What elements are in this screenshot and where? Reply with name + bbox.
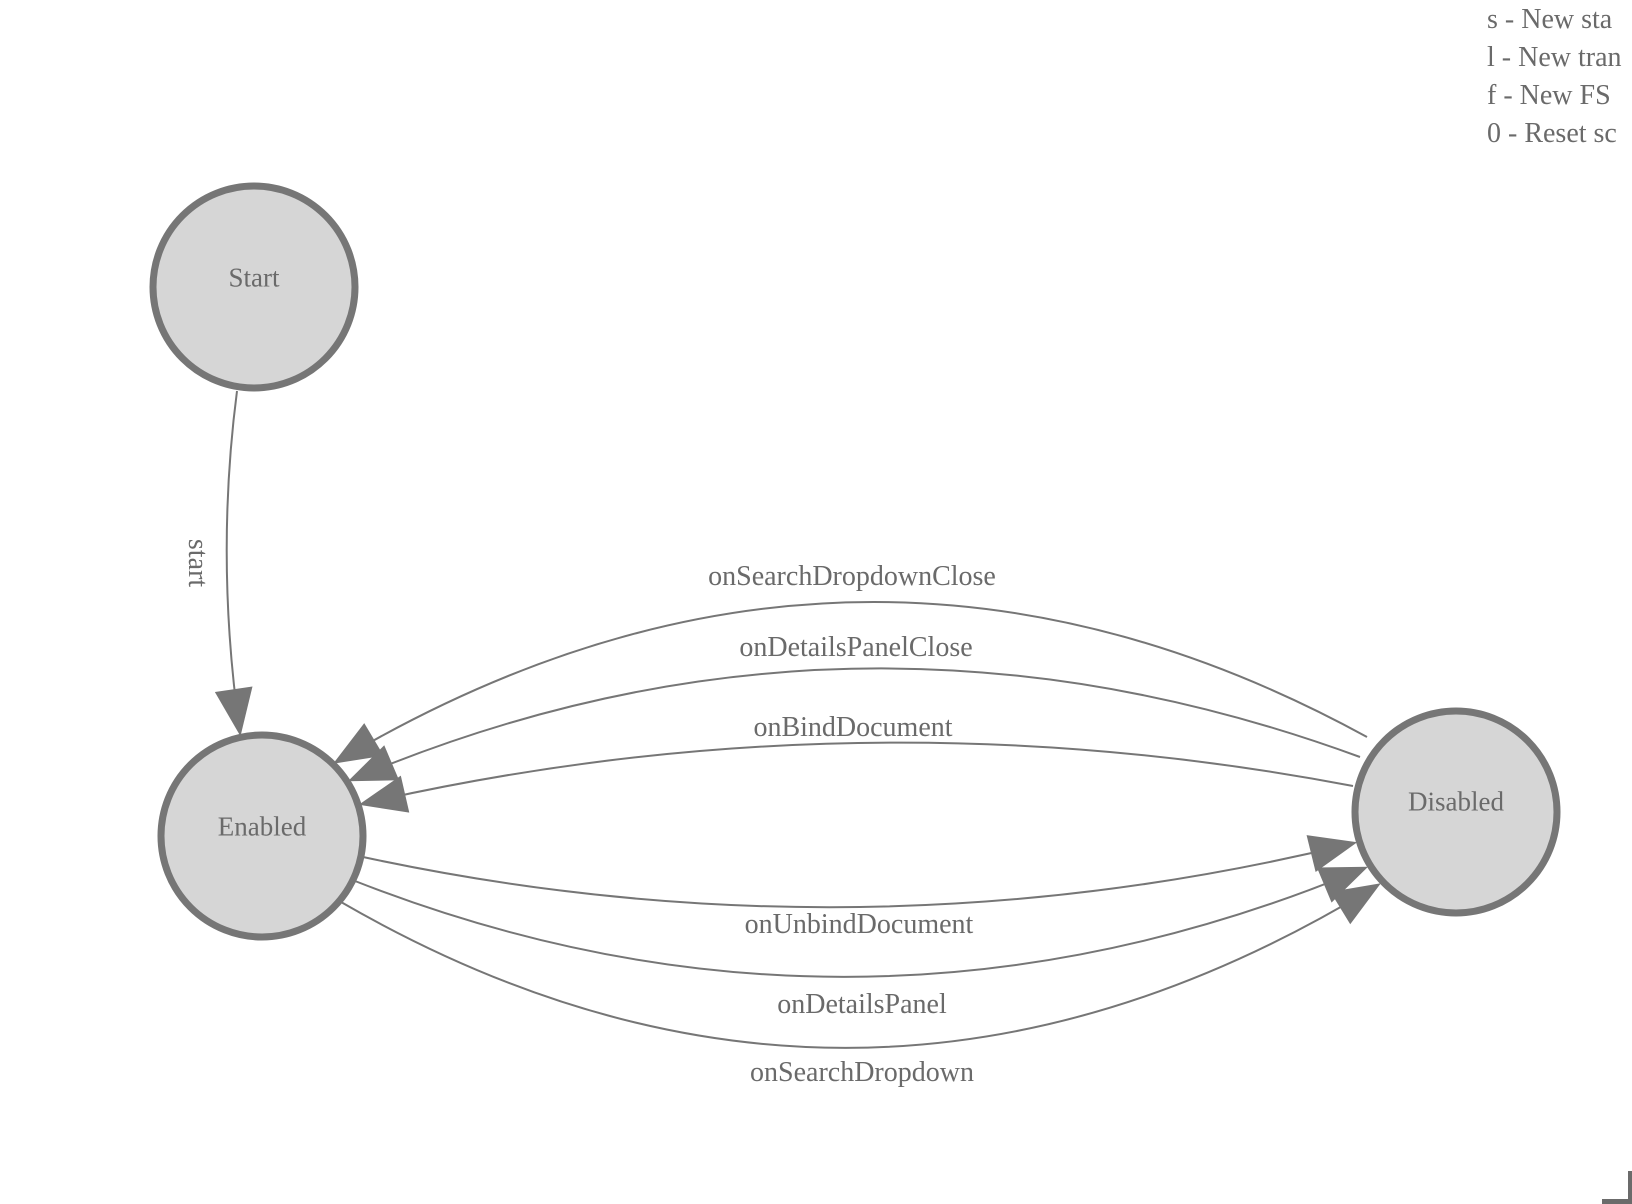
state-label-disabled: Disabled — [1408, 786, 1504, 817]
shortcut-legend: s - New sta l - New tran f - New FS 0 - … — [1487, 1, 1622, 153]
transition-label-onUnbindDocument[interactable]: onUnbindDocument — [744, 909, 974, 940]
state-node-enabled[interactable] — [157, 731, 367, 941]
legend-line-new-transition: l - New tran — [1487, 42, 1622, 73]
transition-edge-onBindDocument[interactable] — [358, 741, 1354, 813]
state-node-start[interactable] — [149, 182, 359, 392]
transition-label-onSearchDropdown[interactable]: onSearchDropdown — [750, 1057, 974, 1088]
transition-edge-onSearchDropdown[interactable] — [340, 883, 1381, 1049]
legend-line-reset: 0 - Reset sc — [1487, 118, 1617, 149]
legend-line-new-state: s - New sta — [1487, 4, 1613, 35]
transition-edge-onDetailsPanelClose[interactable] — [347, 667, 1361, 782]
transition-label-onDetailsPanelClose[interactable]: onDetailsPanelClose — [739, 632, 973, 663]
transition-edge-start[interactable] — [214, 390, 253, 737]
transition-label-onBindDocument[interactable]: onBindDocument — [753, 712, 953, 743]
transition-label-onSearchDropdownClose[interactable]: onSearchDropdownClose — [708, 561, 996, 592]
state-label-start: Start — [228, 262, 280, 293]
transition-label-onDetailsPanel[interactable]: onDetailsPanel — [777, 989, 947, 1020]
transition-edge-onDetailsPanel[interactable] — [354, 866, 1369, 978]
transition-edge-onUnbindDocument[interactable] — [362, 835, 1358, 909]
canvas-bounds-corner — [1602, 1171, 1632, 1204]
state-label-enabled: Enabled — [217, 811, 307, 842]
transition-edge-onSearchDropdownClose[interactable] — [333, 601, 1368, 764]
transition-label-start[interactable]: start — [182, 538, 213, 588]
legend-line-new-fsm: f - New FS — [1487, 80, 1611, 111]
state-node-disabled[interactable] — [1351, 707, 1561, 917]
